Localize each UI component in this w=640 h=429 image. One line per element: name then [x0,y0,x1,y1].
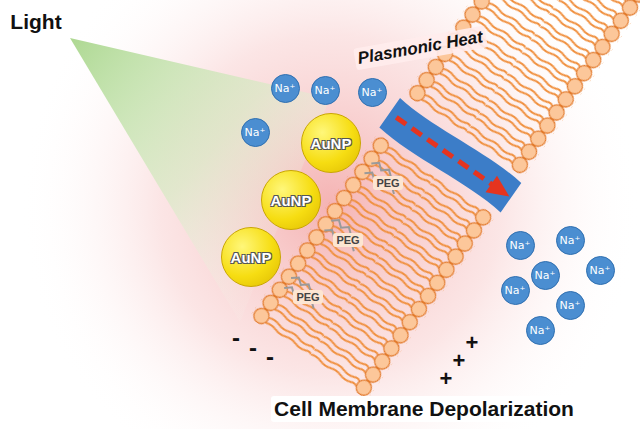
inner-leaflet [464,0,640,177]
sodium-ion: Na⁺ [506,231,535,260]
sodium-ion: Na⁺ [531,261,560,290]
charge-sign: + [453,348,466,374]
ion-flow-arrow [396,117,493,185]
peg-chain [324,217,363,252]
cell-membrane [247,0,640,401]
sodium-ion-label: Na⁺ [362,86,383,99]
sodium-ion: Na⁺ [556,291,585,320]
peg-chain [364,159,403,194]
sodium-ion-label: Na⁺ [560,234,581,247]
sodium-ion: Na⁺ [526,316,555,345]
peg-label: PEG [333,233,362,247]
sodium-ion-label: Na⁺ [505,284,526,297]
charge-sign: - [249,334,257,362]
caption-label: Cell Membrane Depolarization [271,396,577,422]
peg-label: PEG [373,176,402,190]
sodium-ion: Na⁺ [241,118,270,147]
ion-flow-arrowhead [486,176,515,205]
charge-sign: + [466,330,479,356]
sodium-ion-label: Na⁺ [590,264,611,277]
peg-chain [284,274,323,309]
gold-nanoparticle: AuNP [221,227,281,287]
sodium-ion: Na⁺ [271,74,300,103]
gold-nanoparticle: AuNP [261,170,321,230]
light-label: Light [10,10,61,34]
charge-sign: + [440,366,453,392]
sodium-ion-label: Na⁺ [510,239,531,252]
sodium-ion-label: Na⁺ [275,82,296,95]
sodium-ion: Na⁺ [311,76,340,105]
inner-leaflet [308,175,495,400]
sodium-ion: Na⁺ [358,78,387,107]
sodium-ion: Na⁺ [501,276,530,305]
sodium-ion-label: Na⁺ [315,84,336,97]
sodium-ion-label: Na⁺ [560,299,581,312]
sodium-ion: Na⁺ [586,256,615,285]
sodium-ion-label: Na⁺ [530,324,551,337]
charge-sign: - [232,324,240,352]
sodium-ion: Na⁺ [556,226,585,255]
membrane-pore [378,97,522,214]
gold-nanoparticle-label: AuNP [231,249,272,266]
gold-nanoparticle-label: AuNP [271,192,312,209]
gold-nanoparticle: AuNP [301,113,361,173]
sodium-ion-label: Na⁺ [535,269,556,282]
sodium-ion-label: Na⁺ [245,126,266,139]
gold-nanoparticle-label: AuNP [311,135,352,152]
charge-sign: - [266,343,274,371]
peg-label: PEG [293,290,322,304]
